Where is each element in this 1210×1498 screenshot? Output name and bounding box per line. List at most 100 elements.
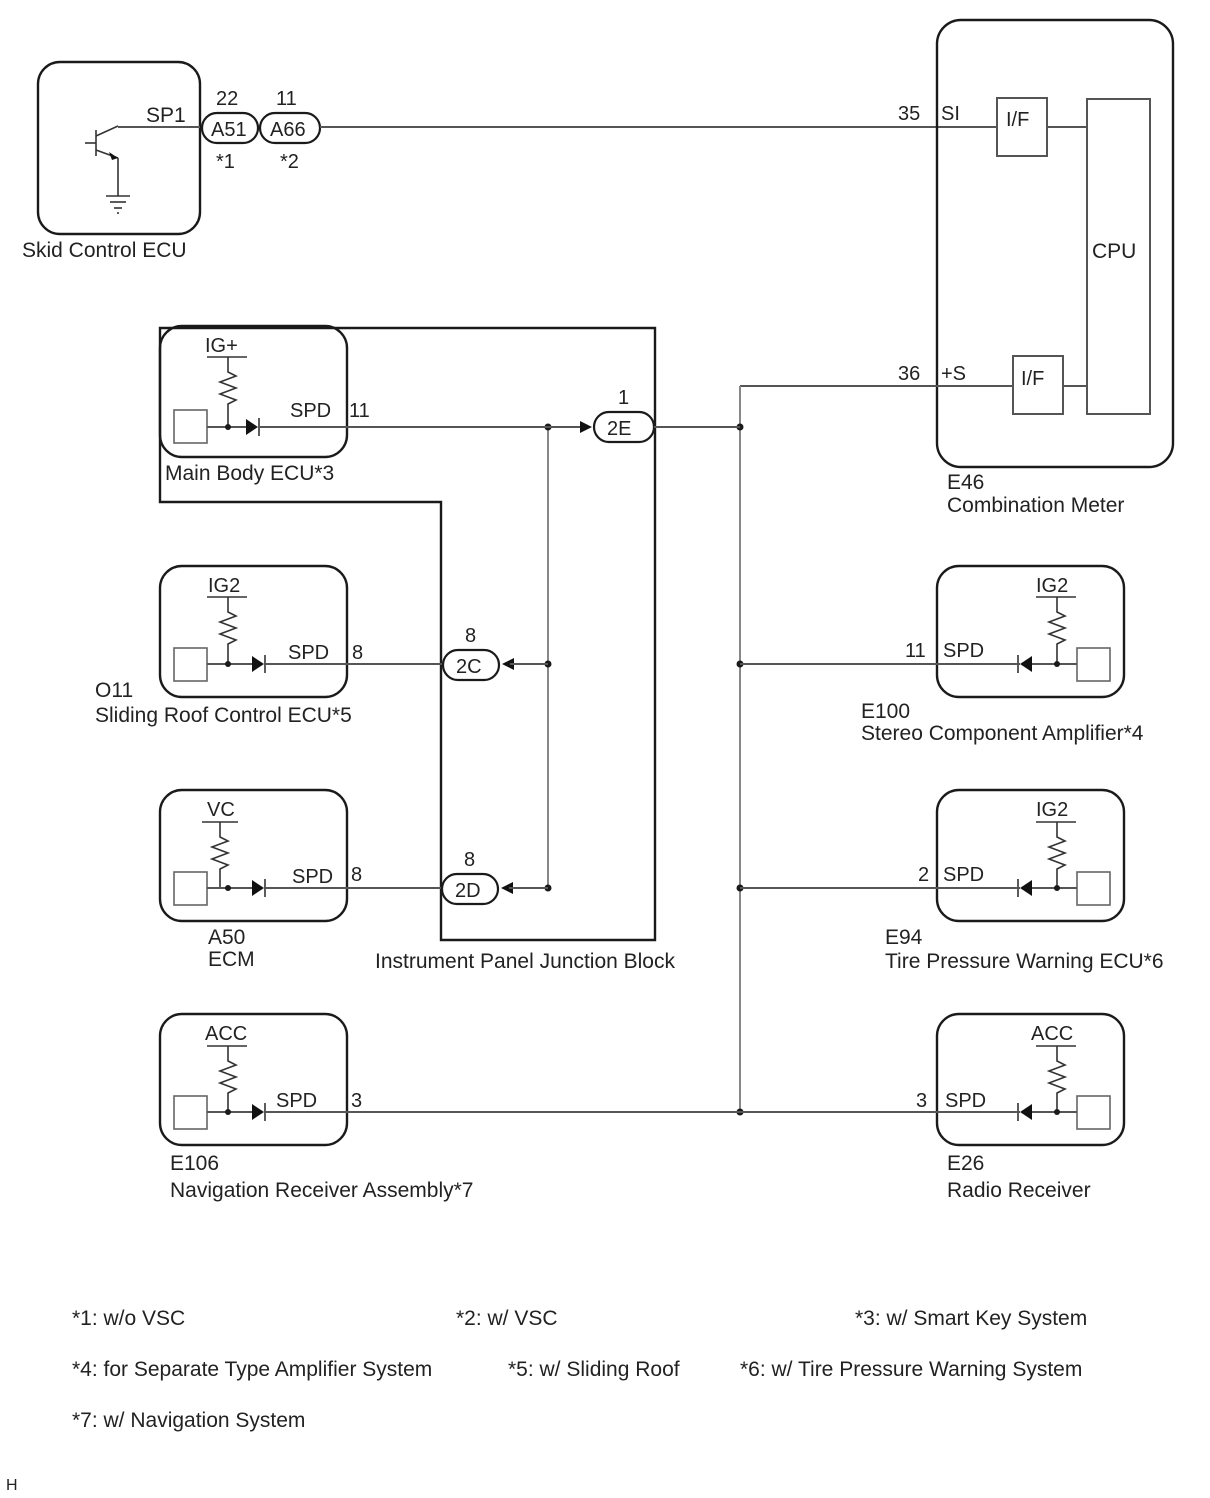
circuit-block [1076, 871, 1111, 906]
sliding-roof-ecu-box [158, 564, 349, 699]
if-label-s: I/F [1021, 368, 1044, 390]
connector-2c-id: 2C [456, 656, 482, 678]
navigation-receiver-label: Navigation Receiver Assembly*7 [170, 1179, 473, 1202]
diode-icon [246, 418, 260, 436]
connector-a66-id: A66 [270, 119, 306, 141]
corner-mark: H [6, 1477, 18, 1494]
navigation-receiver-code: E106 [170, 1152, 219, 1175]
connector-a66-note: *2 [280, 151, 299, 173]
supply-label-ig-plus: IG+ [205, 335, 238, 357]
ecm: VC SPD 8 A50 ECM [158, 788, 442, 971]
pin-num-spd: 8 [351, 864, 362, 886]
ecm-code: A50 [208, 926, 245, 949]
resistor-icon [209, 822, 231, 888]
supply-label-ig2: IG2 [208, 575, 240, 597]
supply-label-ig2: IG2 [1036, 575, 1068, 597]
footnote: *5: w/ Sliding Roof [508, 1358, 680, 1381]
pin-label-s: +S [941, 363, 966, 385]
resistor-icon [217, 357, 239, 427]
resistor-icon [1046, 597, 1068, 664]
junction-block-outline [158, 326, 657, 942]
resistor-icon [1046, 822, 1068, 888]
radio-receiver-box [935, 1012, 1126, 1147]
connector-a51-id: A51 [211, 119, 247, 141]
footnote: *3: w/ Smart Key System [855, 1307, 1087, 1330]
combination-meter-code: E46 [947, 471, 984, 494]
connector-a66-pin: 11 [276, 88, 297, 110]
main-body-ecu: IG+ SPD 11 Main Body ECU*3 [158, 324, 548, 485]
tire-pressure-warning-ecu: IG2 2 SPD E94 Tire Pressure Warning ECU*… [740, 788, 1164, 973]
interface-block-s [1012, 355, 1064, 415]
junction-block-label: Instrument Panel Junction Block [375, 950, 675, 973]
main-body-ecu-box [158, 324, 349, 459]
pin-label-spd: SPD [276, 1090, 317, 1112]
circuit-block [173, 409, 208, 444]
pin-num-spd: 3 [351, 1090, 362, 1112]
pin-num-spd: 8 [352, 642, 363, 664]
pin-label-spd: SPD [943, 640, 984, 662]
pin-num-spd: 2 [918, 864, 929, 886]
connector-a51-pin: 22 [216, 88, 238, 110]
connector-a51: A51 22 *1 [200, 88, 260, 173]
tpw-ecu-box [935, 788, 1126, 923]
connector-2c: 2C 8 [441, 625, 548, 682]
skid-control-ecu-box [36, 60, 202, 236]
footnote: *4: for Separate Type Amplifier System [72, 1358, 432, 1381]
pin-label-spd: SPD [945, 1090, 986, 1112]
radio-receiver: ACC 3 SPD E26 Radio Receiver [740, 1012, 1126, 1202]
footnote: *7: w/ Navigation System [72, 1409, 305, 1432]
pin-label-spd: SPD [288, 642, 329, 664]
footnote: *1: w/o VSC [72, 1307, 185, 1330]
stereo-amp-box [935, 564, 1126, 699]
connector-2e-pin: 1 [618, 387, 629, 409]
footnote: *2: w/ VSC [456, 1307, 558, 1330]
pin-label-si: SI [941, 103, 960, 125]
ecm-label: ECM [208, 948, 255, 971]
transistor-icon [85, 125, 119, 196]
pin-num-spd: 11 [905, 640, 926, 662]
interface-block-si [996, 97, 1048, 157]
stereo-component-amplifier: IG2 11 SPD E100 Stereo Component Amplifi… [740, 564, 1144, 745]
if-label-si: I/F [1006, 109, 1029, 131]
radio-receiver-code: E26 [947, 1152, 984, 1175]
pin-num-spd: 11 [349, 400, 370, 422]
cpu-block [1086, 98, 1151, 415]
skid-control-ecu-label: Skid Control ECU [22, 239, 187, 262]
navigation-receiver-box [158, 1012, 349, 1147]
circuit-block [173, 1095, 208, 1130]
stereo-amp-label: Stereo Component Amplifier*4 [861, 722, 1144, 745]
diode-icon [252, 1103, 266, 1121]
connector-a66: A66 11 *2 [258, 88, 322, 173]
pin-num-s: 36 [898, 363, 920, 385]
supply-label-ig2: IG2 [1036, 799, 1068, 821]
diode-icon [252, 879, 266, 897]
diode-icon [1017, 655, 1032, 673]
pin-num-si: 35 [898, 103, 920, 125]
connector-2c-pin: 8 [465, 625, 476, 647]
pin-label-spd: SPD [292, 866, 333, 888]
footnote: *6: w/ Tire Pressure Warning System [740, 1358, 1082, 1381]
supply-label-vc: VC [207, 799, 235, 821]
sliding-roof-control-ecu: IG2 SPD 8 O11 Sliding Roof Control ECU*5 [95, 564, 444, 727]
combination-meter-box [935, 18, 1175, 469]
stereo-amp-code: E100 [861, 700, 910, 723]
ground-icon [106, 195, 130, 214]
pin-label-sp1: SP1 [146, 104, 186, 127]
sliding-roof-ecu-label: Sliding Roof Control ECU*5 [95, 704, 352, 727]
supply-label-acc: ACC [205, 1023, 247, 1045]
supply-label-acc: ACC [1031, 1023, 1073, 1045]
pin-num-spd: 3 [916, 1090, 927, 1112]
cpu-label: CPU [1092, 240, 1136, 263]
resistor-icon [1046, 1046, 1068, 1112]
connector-2d-pin: 8 [464, 849, 475, 871]
pin-label-spd: SPD [943, 864, 984, 886]
circuit-block [1076, 1095, 1111, 1130]
combination-meter: I/F CPU I/F 35 SI 36 +S E46 Combination … [740, 18, 1175, 517]
circuit-block [1076, 647, 1111, 682]
tpw-ecu-label: Tire Pressure Warning ECU*6 [885, 950, 1164, 973]
sliding-roof-ecu-code: O11 [95, 679, 133, 702]
connector-2d: 2D 8 [440, 849, 548, 906]
navigation-receiver-assembly: ACC SPD 3 E106 Navigation Receiver Assem… [158, 1012, 740, 1202]
diode-icon [252, 655, 266, 673]
